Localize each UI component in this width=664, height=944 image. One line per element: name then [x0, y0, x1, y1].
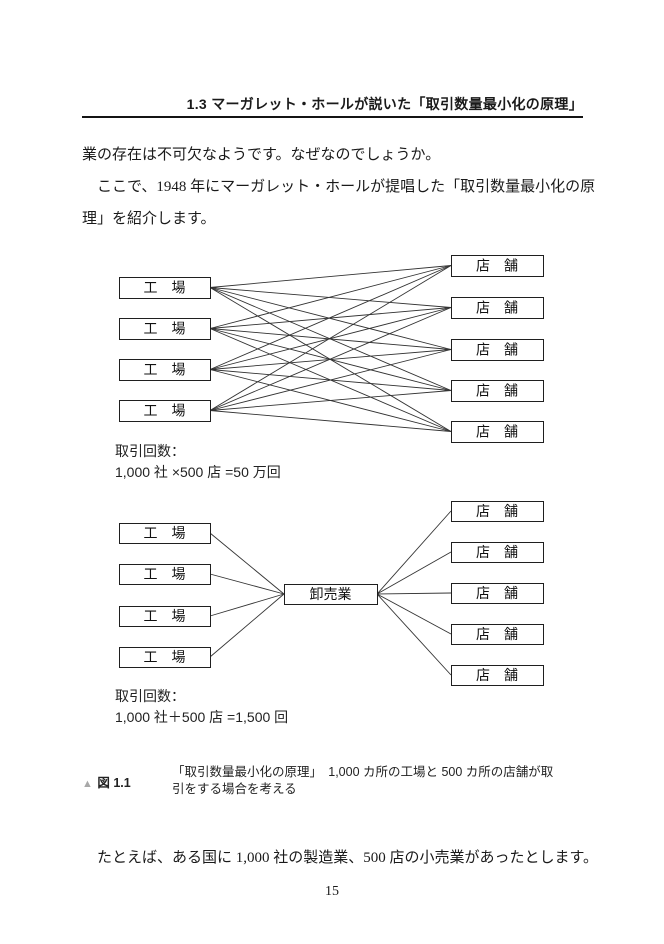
factory-label: 工 場: [144, 280, 186, 296]
result-formula: 1,000 社＋500 店 =1,500 回: [115, 709, 289, 725]
connection-line: [209, 265, 452, 288]
intro-line: 理」を紹介します。: [82, 211, 216, 227]
store-box: [451, 255, 544, 277]
intro-paragraph: 業の存在は不可欠なようです。なぜなのでしょうか。 ここで、1948 年にマーガレ…: [82, 139, 608, 235]
section-header: 1.3 マーガレット・ホールが説いた「取引数量最小化の原理」: [186, 96, 583, 112]
store-label: 店 舗: [476, 342, 518, 358]
direct-trading-result: 取引回数： 1,000 社 ×500 店 =50 万回: [115, 441, 281, 483]
store-box: [451, 624, 544, 645]
store-label: 店 舗: [476, 383, 518, 399]
connection-line: [209, 593, 285, 617]
connection-line: [376, 592, 452, 595]
store-box: [451, 421, 544, 443]
direct-trading-svg: 工 場工 場工 場工 場店 舗店 舗店 舗店 舗店 舗: [119, 255, 544, 443]
store-label: 店 舗: [476, 258, 518, 274]
connection-line: [209, 287, 452, 350]
figure-label: ▲ 図 1.1: [82, 764, 172, 798]
diagram-wholesale-trading: 工 場工 場工 場工 場卸売業店 舗店 舗店 舗店 舗店 舗: [102, 495, 562, 690]
connection-line: [209, 593, 285, 658]
store-box: [451, 665, 544, 686]
factory-label: 工 場: [144, 403, 186, 419]
factory-box: [119, 318, 211, 340]
connection-line: [376, 593, 452, 676]
factory-label: 工 場: [144, 321, 186, 337]
store-box: [451, 583, 544, 604]
factory-label: 工 場: [144, 649, 186, 665]
factory-label: 工 場: [144, 608, 186, 624]
page-number: 15: [325, 884, 339, 899]
intro-line: ここで、1948 年にマーガレット・ホールが提唱した「取引数量最小化の原: [82, 179, 596, 195]
result-label: 取引回数：: [115, 688, 185, 704]
store-label: 店 舗: [476, 585, 518, 601]
store-box: [451, 339, 544, 361]
store-label: 店 舗: [476, 503, 518, 519]
header-rule: [82, 116, 583, 118]
wholesaler-box: [284, 584, 378, 605]
connection-line: [209, 532, 285, 595]
caption-text: 「取引数量最小化の原理」 1,000 カ所の工場と 500 カ所の店舗が取 引を…: [172, 764, 553, 798]
caption-line: 「取引数量最小化の原理」 1,000 カ所の工場と 500 カ所の店舗が取: [172, 765, 554, 779]
result-label: 取引回数：: [115, 443, 185, 459]
diagram-direct-trading: 工 場工 場工 場工 場店 舗店 舗店 舗店 舗店 舗: [102, 240, 562, 445]
store-box: [451, 501, 544, 522]
connection-line: [209, 328, 452, 350]
connection-line: [209, 265, 452, 370]
connection-line: [376, 551, 452, 595]
factory-label: 工 場: [144, 566, 186, 582]
store-label: 店 舗: [476, 424, 518, 440]
closing-paragraph: たとえば、ある国に 1,000 社の製造業、500 店の小売業があったとします。: [82, 850, 599, 866]
connection-line: [209, 410, 452, 432]
connection-line: [209, 307, 452, 329]
intro-line: 業の存在は不可欠なようです。なぜなのでしょうか。: [82, 147, 441, 163]
factory-box: [119, 277, 211, 299]
factory-box: [119, 606, 211, 627]
factory-box: [119, 647, 211, 668]
connection-line: [209, 287, 452, 308]
store-label: 店 舗: [476, 626, 518, 642]
store-box: [451, 297, 544, 319]
wholesaler-label: 卸売業: [310, 586, 352, 602]
connection-line: [376, 593, 452, 635]
connection-line: [209, 307, 452, 411]
connection-line: [209, 349, 452, 370]
factory-box: [119, 523, 211, 544]
triangle-marker-icon: ▲: [82, 778, 93, 790]
connection-line: [209, 265, 452, 411]
factory-label: 工 場: [144, 525, 186, 541]
result-formula: 1,000 社 ×500 店 =50 万回: [115, 464, 281, 480]
store-label: 店 舗: [476, 300, 518, 316]
factory-box: [119, 359, 211, 381]
store-label: 店 舗: [476, 544, 518, 560]
wholesale-trading-result: 取引回数： 1,000 社＋500 店 =1,500 回: [115, 686, 288, 728]
factory-label: 工 場: [144, 362, 186, 378]
store-box: [451, 380, 544, 402]
store-label: 店 舗: [476, 667, 518, 683]
store-box: [451, 542, 544, 563]
connection-line: [209, 390, 452, 411]
connection-line: [209, 349, 452, 411]
factory-box: [119, 400, 211, 422]
caption-line: 引をする場合を考える: [172, 782, 297, 796]
figure-number: 図 1.1: [97, 776, 131, 790]
figure-caption: ▲ 図 1.1 「取引数量最小化の原理」 1,000 カ所の工場と 500 カ所…: [82, 764, 583, 798]
connection-line: [209, 265, 452, 329]
factory-box: [119, 564, 211, 585]
connection-line: [209, 573, 285, 595]
connection-line: [376, 510, 452, 595]
